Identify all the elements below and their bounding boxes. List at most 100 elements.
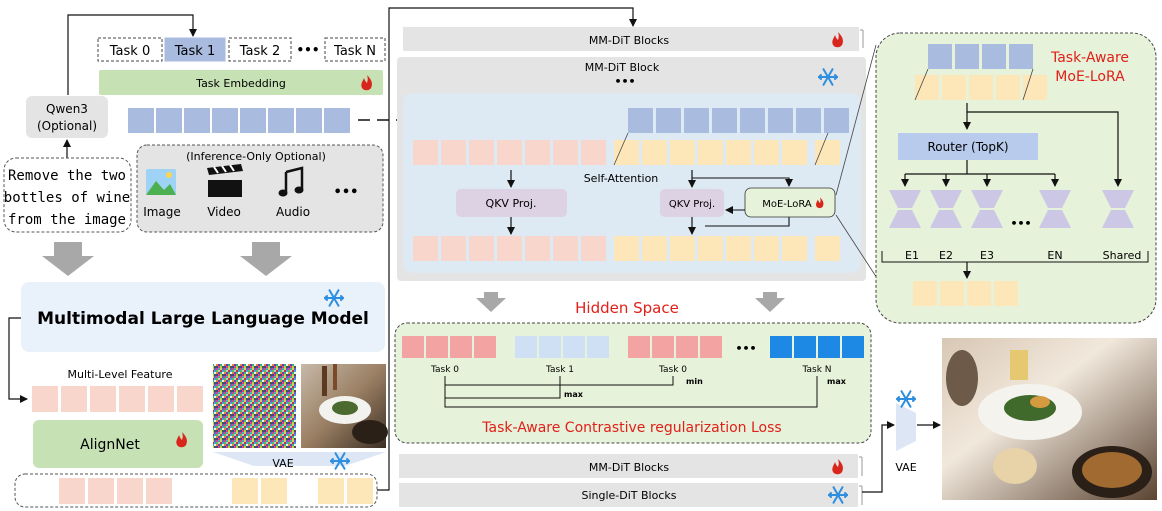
task-1-box[interactable] <box>164 37 226 62</box>
mllm-feature-arrow <box>8 317 28 403</box>
qwen-optional: (Optional) <box>37 119 97 133</box>
moe-title-1: Task-Aware <box>1050 50 1129 66</box>
prompt-line-2: bottles of wine <box>4 190 130 206</box>
alignnet-box <box>33 420 203 468</box>
modality-image: Image <box>143 205 181 219</box>
task-embedding-bar <box>99 70 383 95</box>
modality-audio: Audio <box>276 205 310 219</box>
bracket-max-1 <box>444 376 561 399</box>
self-attention-label: Self-Attention <box>584 172 659 185</box>
qwen-to-task-arrow <box>67 14 197 95</box>
attn-input-tokens <box>413 140 840 165</box>
expert-bracket <box>881 251 1149 263</box>
hidden-space-label: Hidden Space <box>575 299 679 317</box>
modality-video: Video <box>207 205 241 219</box>
image-icon <box>146 169 176 195</box>
expert-ellipsis: ••• <box>1010 217 1031 230</box>
moe-lora-small-label: MoE-LoRA <box>762 199 812 210</box>
expert-label-e2: E2 <box>939 249 953 262</box>
vae-trapezoid <box>213 452 386 466</box>
hs-label-task0b: Task 0 <box>658 365 687 375</box>
mmdit-blocks-top-label: MM-DiT Blocks <box>589 34 669 47</box>
to-vae-arrow <box>862 421 895 493</box>
prompt-line-3: from the image <box>8 212 126 228</box>
task-0-box[interactable] <box>97 37 163 62</box>
alignnet-label: AlignNet <box>80 437 140 453</box>
video-icon <box>207 164 243 197</box>
mllm-label: Multimodal Large Language Model <box>37 309 369 329</box>
qkv-right-box <box>660 189 724 217</box>
down-arrow-left <box>42 242 94 276</box>
inference-optional-title: (Inference-Only Optional) <box>186 150 326 163</box>
contrastive-loss-label: Task-Aware Contrastive regularization Lo… <box>481 420 781 436</box>
expert-label-e1: E1 <box>905 249 919 262</box>
qwen-box <box>26 96 108 138</box>
prompt-line-1: Remove the two <box>8 168 126 184</box>
vae-label: VAE <box>272 457 293 470</box>
snowflake-icon <box>896 390 916 408</box>
task-2-box[interactable] <box>228 37 292 62</box>
moe-input-tokens <box>915 44 1047 100</box>
moe-lora-panel <box>875 32 1157 324</box>
hidden-arrow-right <box>755 292 785 312</box>
task-n-label: Task N <box>333 44 376 59</box>
block-ellipsis: ••• <box>614 75 635 88</box>
mllm-box <box>21 282 385 352</box>
mmdit-block-label: MM-DiT Block <box>585 61 660 74</box>
single-dit-blocks <box>399 483 858 507</box>
hs-min: min <box>686 377 703 386</box>
attn-task-tokens <box>628 108 849 133</box>
task-2-label: Task 2 <box>239 44 280 59</box>
hs-max2: max <box>827 377 847 386</box>
task-n-box[interactable] <box>324 37 386 62</box>
expert-label-shared: Shared <box>1103 249 1142 262</box>
task-embedding-label: Task Embedding <box>195 77 286 90</box>
hs-max1: max <box>564 390 584 399</box>
self-attention-panel <box>403 93 861 273</box>
task-0-label: Task 0 <box>109 44 150 59</box>
noise-image <box>213 364 296 448</box>
moe-title-2: MoE-LoRA <box>1055 69 1125 85</box>
multi-level-feature-label: Multi-Level Feature <box>68 368 173 381</box>
modality-ellipsis: ••• <box>334 185 359 200</box>
task-row: Task 0 Task 1 Task 2 ••• Task N <box>97 37 386 62</box>
hidden-arrow-left <box>476 292 506 312</box>
mmdit-blocks-top <box>403 27 859 51</box>
tokens-to-mmdit-arrow <box>377 7 637 491</box>
bracket-min <box>444 376 674 386</box>
moe-merge-line <box>705 217 790 227</box>
qwen-label: Qwen3 <box>46 102 88 116</box>
task-1-label: Task 1 <box>174 44 215 59</box>
output-photo <box>942 338 1157 500</box>
vae-right-shape <box>896 403 916 451</box>
inference-optional-box <box>136 144 384 233</box>
combined-tokens <box>59 478 373 504</box>
input-photo <box>301 364 388 448</box>
qkv-left-box <box>456 189 567 217</box>
expert-label-e3: E3 <box>980 249 994 262</box>
mmdit-blocks-bottom-label: MM-DiT Blocks <box>589 461 669 474</box>
hs-label-task0: Task 0 <box>430 365 459 375</box>
multi-level-feature-tokens <box>32 386 203 412</box>
vae-right-label: VAE <box>895 461 916 474</box>
moe-lora-small-box <box>744 187 836 218</box>
hs-label-task1: Task 1 <box>545 365 574 375</box>
to-moe-arrow <box>692 177 793 187</box>
hs-tokens <box>402 336 864 358</box>
attn-output-tokens <box>413 236 840 261</box>
moe-output-tokens <box>913 281 1018 306</box>
audio-icon <box>278 166 304 197</box>
qkv-left-label: QKV Proj. <box>486 197 537 210</box>
task-token-row <box>128 108 350 133</box>
expert-label-en: EN <box>1047 249 1062 262</box>
router-label: Router (TopK) <box>927 140 1008 154</box>
task-ellipsis: ••• <box>296 43 319 57</box>
qkv-right-label: QKV Proj. <box>669 199 715 210</box>
mmdit-blocks-bottom <box>399 454 858 478</box>
hidden-space-panel <box>394 322 872 444</box>
hs-label-taskn: Task N <box>801 365 831 375</box>
single-dit-blocks-label: Single-DiT Blocks <box>581 489 676 502</box>
zoom-line-top <box>835 44 877 196</box>
hs-ellipsis: ••• <box>735 342 756 355</box>
